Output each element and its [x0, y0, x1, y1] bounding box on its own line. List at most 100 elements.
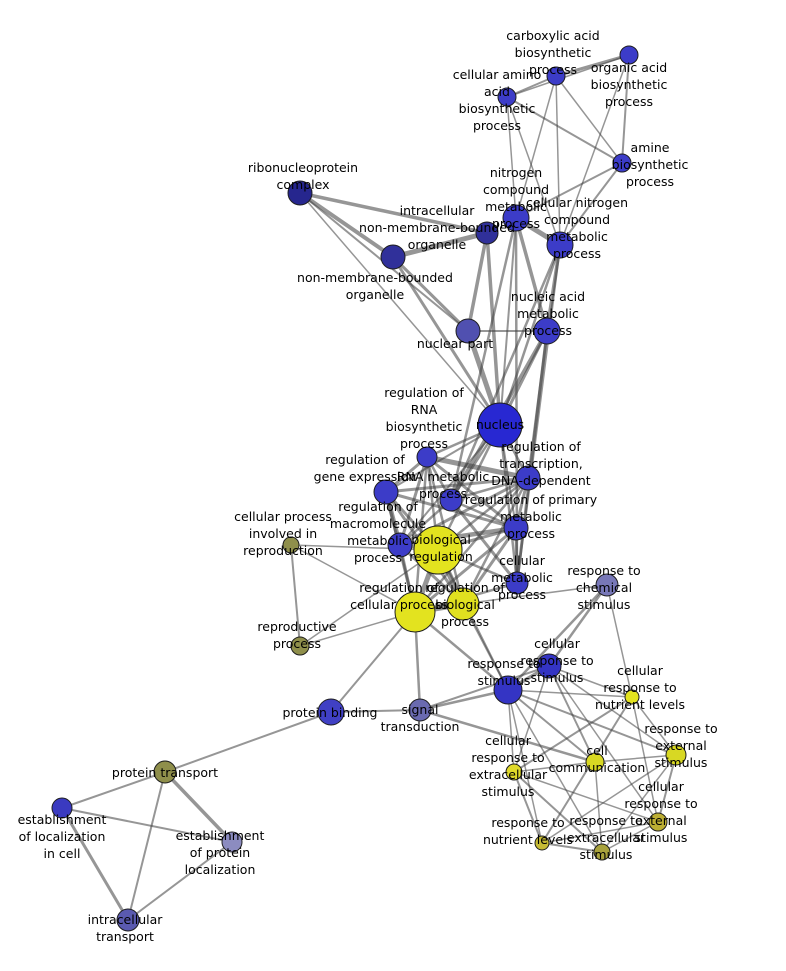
- edge-prottrans-estprot: [163, 770, 234, 844]
- edge-prottrans-estloc: [61, 771, 166, 809]
- node-reggene[interactable]: [373, 479, 399, 505]
- edge-org-amine: [621, 54, 630, 164]
- edge-respext-respnut: [541, 754, 677, 844]
- node-cpir[interactable]: [282, 536, 300, 554]
- edge-amino-cnitro: [506, 96, 561, 246]
- node-respextrac[interactable]: [593, 843, 611, 861]
- edge-respextrac-cres_ext: [601, 821, 659, 853]
- node-org[interactable]: [619, 45, 639, 65]
- node-bioreg[interactable]: [413, 525, 463, 575]
- edge-org-cnitro: [559, 54, 630, 246]
- edge-respchem-cellresp: [547, 583, 609, 668]
- node-regmacro[interactable]: [387, 532, 413, 558]
- node-prottrans[interactable]: [153, 760, 177, 784]
- node-nucleus[interactable]: [477, 402, 523, 448]
- node-intratrans[interactable]: [116, 908, 140, 932]
- node-cellcomm[interactable]: [585, 752, 605, 772]
- edge-estloc-estprot: [61, 807, 233, 843]
- edge-cellresp-sigtrans: [419, 665, 550, 711]
- node-nmbo[interactable]: [380, 244, 406, 270]
- edge-bioreg-repro: [299, 549, 439, 647]
- edge-cres_extrac-respextrac: [513, 771, 603, 853]
- node-rnamet[interactable]: [439, 488, 463, 512]
- edge-cpir-repro: [290, 544, 301, 647]
- node-estloc[interactable]: [51, 797, 73, 819]
- edge-regcell-cpir: [290, 544, 416, 613]
- edge-protbind-prottrans: [164, 711, 332, 773]
- node-regprim[interactable]: [503, 515, 529, 541]
- edge-nmbo-nucpart: [391, 255, 470, 333]
- edge-respstim-respextrac: [507, 689, 603, 853]
- node-amine[interactable]: [612, 153, 632, 173]
- edge-cellcomm-cres_extrac: [513, 761, 596, 773]
- node-respext[interactable]: [665, 744, 687, 766]
- edge-respstim-respnut: [507, 689, 543, 844]
- node-nucacid[interactable]: [533, 317, 561, 345]
- node-regtrans[interactable]: [515, 465, 541, 491]
- node-respstim[interactable]: [493, 675, 523, 705]
- edge-rnamet-cellmet: [449, 498, 519, 585]
- node-label-protbind: protein binding: [282, 705, 377, 720]
- node-sigtrans[interactable]: [408, 698, 432, 722]
- edge-amine-cnitro: [559, 162, 623, 246]
- node-inmbo[interactable]: [475, 221, 499, 245]
- node-cres_ext[interactable]: [648, 812, 668, 832]
- node-nitro[interactable]: [502, 204, 530, 232]
- node-regcell[interactable]: [394, 591, 436, 633]
- node-ribo[interactable]: [287, 180, 313, 206]
- edge-amino-amine: [506, 96, 623, 164]
- edge-cellcomm-respextrac: [594, 761, 603, 853]
- node-repro[interactable]: [290, 636, 310, 656]
- node-amino[interactable]: [497, 87, 517, 107]
- node-label-prottrans: protein transport: [112, 765, 218, 780]
- node-crnl[interactable]: [624, 689, 640, 705]
- edge-ribo-inmbo: [298, 191, 489, 235]
- edge-regtrans-rnamet: [449, 476, 530, 502]
- edge-respnut-cres_ext: [541, 821, 659, 844]
- node-cellresp[interactable]: [536, 653, 562, 679]
- edge-respext-cellcomm: [594, 754, 677, 763]
- edge-crnl-cres_ext: [631, 696, 659, 823]
- node-cellmet[interactable]: [505, 571, 529, 595]
- edge-crnl-respnut: [541, 696, 633, 844]
- node-respnut[interactable]: [534, 835, 550, 851]
- node-regbio[interactable]: [446, 587, 480, 621]
- edge-nucacid-cellmet: [515, 329, 549, 585]
- edge-nitro-rnamet: [449, 216, 518, 502]
- node-nucpart[interactable]: [455, 318, 481, 344]
- node-carb[interactable]: [546, 66, 566, 86]
- edge-nmbo-inmbo: [390, 230, 490, 260]
- edge-protbind-sigtrans: [330, 709, 421, 713]
- node-regRNAbio[interactable]: [416, 446, 438, 468]
- edge-crnl-cres_extrac: [513, 696, 633, 773]
- node-respchem[interactable]: [595, 573, 619, 597]
- edge-amine-nitro: [515, 162, 623, 219]
- node-cres_extrac[interactable]: [505, 763, 523, 781]
- node-estprot[interactable]: [221, 831, 243, 853]
- node-cnitro[interactable]: [546, 231, 574, 259]
- node-protbind[interactable]: [317, 698, 345, 726]
- edge-respchem-respstim: [506, 583, 609, 692]
